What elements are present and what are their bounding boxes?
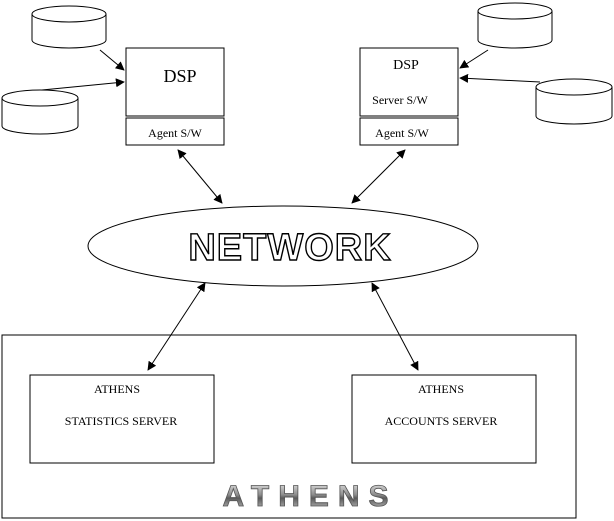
dsp-right-title: DSP — [393, 58, 419, 73]
arrow-db-right-top-to-dsp — [459, 49, 489, 69]
arrow-dsp-left-network — [177, 149, 223, 204]
arrow-network-statistics — [147, 282, 206, 371]
arrow-db-right-bottom-to-dsp — [459, 73, 541, 83]
statistics-server-line1: ATHENS — [94, 382, 140, 396]
arrow-db-left-bottom-to-dsp — [41, 78, 125, 91]
network-cloud: NETWORK — [87, 205, 479, 287]
athens-label: ATHENS — [222, 480, 397, 513]
dsp-left-agent-label: Agent S/W — [148, 126, 202, 140]
statistics-server-line2: STATISTICS SERVER — [65, 414, 177, 428]
dsp-right-node: DSP Server S/W Agent S/W — [359, 47, 459, 146]
athens-accounts-server: ATHENS ACCOUNTS SERVER — [351, 374, 537, 464]
athens-statistics-server: ATHENS STATISTICS SERVER — [29, 374, 215, 464]
arrow-db-left-top-to-dsp — [99, 49, 125, 71]
database-icon-right-top — [477, 2, 553, 49]
dsp-right-server-label: Server S/W — [372, 93, 428, 107]
network-label: NETWORK — [188, 227, 391, 269]
dsp-left-node: DSP Agent S/W — [125, 47, 225, 146]
dsp-left-title: DSP — [163, 66, 196, 86]
arrow-network-accounts — [371, 282, 419, 371]
dsp-right-agent-label: Agent S/W — [375, 126, 429, 140]
database-icon-left-top — [31, 5, 107, 49]
arrow-dsp-right-network — [351, 149, 406, 204]
database-icon-left-bottom — [1, 89, 79, 135]
database-icon-right-bottom — [535, 78, 613, 125]
accounts-server-line1: ATHENS — [418, 382, 464, 396]
accounts-server-line2: ACCOUNTS SERVER — [385, 414, 498, 428]
